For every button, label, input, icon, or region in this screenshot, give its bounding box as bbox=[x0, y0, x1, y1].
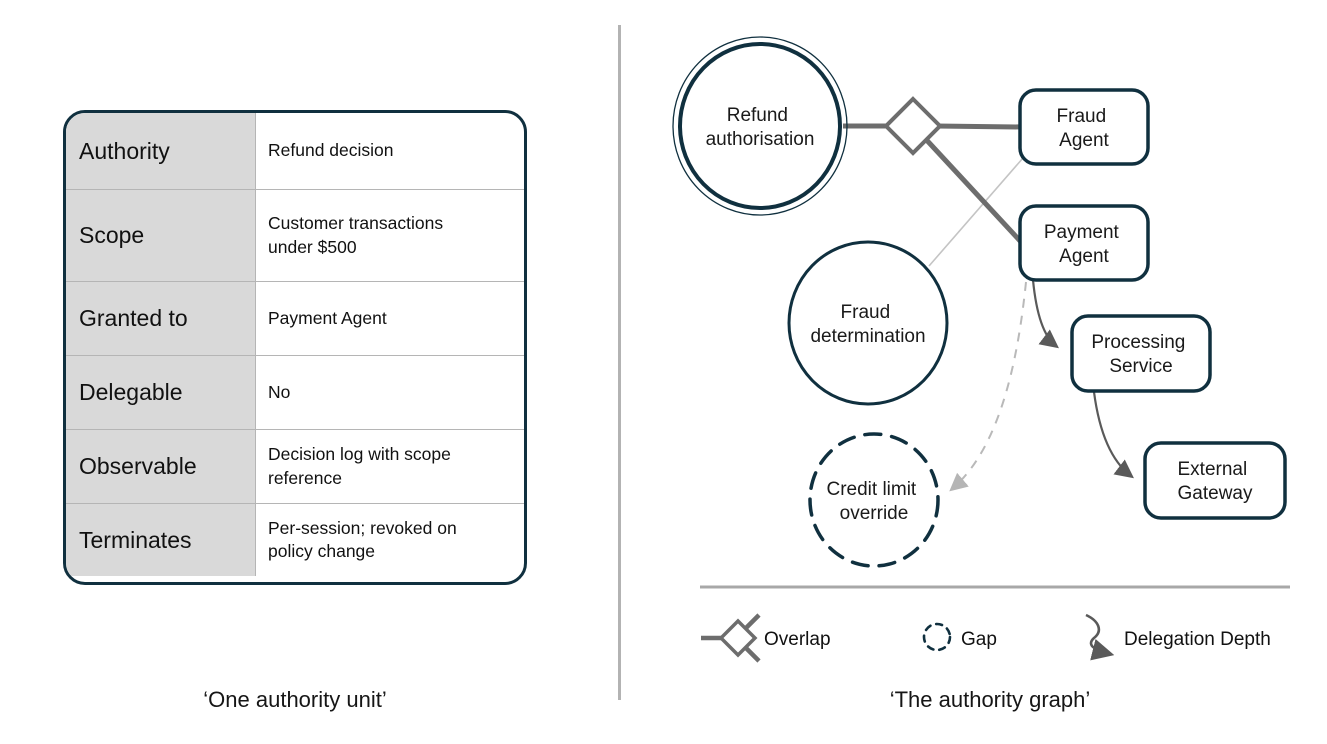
external-gateway-node: External Gateway bbox=[1143, 441, 1287, 520]
edge-paymentagent-creditlimit bbox=[949, 281, 1027, 492]
left-caption: ‘One authority unit’ bbox=[203, 687, 387, 712]
row-value: Customer transactions under $500 bbox=[268, 213, 444, 257]
fraud-determination-node: Fraud determination bbox=[787, 240, 949, 406]
right-caption: ‘The authority graph’ bbox=[889, 687, 1091, 712]
processing-service-node: Processing Service bbox=[1070, 314, 1212, 393]
credit-limit-label: Credit limit override bbox=[826, 479, 921, 524]
edge-fraudagent-frauddetermination bbox=[928, 157, 1024, 267]
payment-agent-box bbox=[1018, 204, 1150, 282]
row-value: Payment Agent bbox=[268, 307, 387, 328]
delegation-depth-legend-label: Delegation Depth bbox=[1124, 629, 1271, 650]
table-row: Terminates Per-session; revoked on polic… bbox=[66, 503, 524, 576]
refund-outer-ring bbox=[672, 36, 848, 216]
edge-diamond-fraudagent bbox=[935, 123, 1023, 130]
external-gateway-box bbox=[1143, 441, 1287, 520]
gap-legend-label: Gap bbox=[961, 629, 997, 650]
credit-limit-circle bbox=[808, 432, 940, 568]
row-value: No bbox=[268, 381, 291, 402]
authority-graph: Refund authorisation Fraud determination… bbox=[672, 36, 1290, 663]
refund-authorisation-node: Refund authorisation bbox=[672, 36, 848, 216]
fraud-agent-node: Fraud Agent bbox=[1018, 88, 1150, 166]
row-label: Terminates bbox=[66, 504, 256, 576]
row-value: Per-session; revoked on policy change bbox=[268, 517, 457, 561]
gap-icon bbox=[922, 622, 952, 652]
payment-agent-label: Payment Agent bbox=[1044, 222, 1124, 267]
fraud-agent-label: Fraud Agent bbox=[1057, 106, 1112, 151]
row-label: Authority bbox=[66, 113, 256, 189]
edge-diamond-paymentagent bbox=[919, 132, 1024, 245]
panel-divider bbox=[618, 25, 621, 700]
external-gateway-label: External Gateway bbox=[1178, 459, 1253, 504]
refund-label: Refund authorisation bbox=[706, 105, 815, 150]
delegation-depth-icon bbox=[1085, 613, 1115, 661]
table-row: Authority Refund decision bbox=[66, 113, 524, 189]
payment-agent-node: Payment Agent bbox=[1018, 204, 1150, 282]
overlap-diamond bbox=[883, 96, 943, 156]
edge-paymentagent-processing bbox=[1031, 279, 1059, 349]
table-row: Observable Decision log with scope refer… bbox=[66, 429, 524, 503]
processing-service-label: Processing Service bbox=[1091, 332, 1190, 377]
row-value: Decision log with scope reference bbox=[268, 444, 451, 488]
row-label: Delegable bbox=[66, 356, 256, 429]
row-label: Observable bbox=[66, 430, 256, 503]
refund-inner-circle bbox=[678, 42, 842, 210]
edge-processing-external bbox=[1092, 391, 1134, 479]
fraud-agent-box bbox=[1018, 88, 1150, 166]
table-row: Granted to Payment Agent bbox=[66, 281, 524, 355]
overlap-legend-label: Overlap bbox=[764, 629, 831, 650]
fraud-determination-circle bbox=[787, 240, 949, 406]
legend: Overlap Gap Delegation Depth bbox=[700, 585, 1290, 663]
processing-service-box bbox=[1070, 314, 1212, 393]
table-row: Scope Customer transactions under $500 bbox=[66, 189, 524, 281]
credit-limit-override-node: Credit limit override bbox=[808, 432, 940, 568]
fraud-determination-label: Fraud determination bbox=[810, 302, 925, 347]
row-value: Refund decision bbox=[268, 140, 394, 161]
authority-unit-table: Authority Refund decision Scope Customer… bbox=[63, 110, 527, 585]
row-label: Granted to bbox=[66, 282, 256, 355]
overlap-icon bbox=[701, 613, 761, 663]
row-label: Scope bbox=[66, 190, 256, 281]
table-row: Delegable No bbox=[66, 355, 524, 429]
